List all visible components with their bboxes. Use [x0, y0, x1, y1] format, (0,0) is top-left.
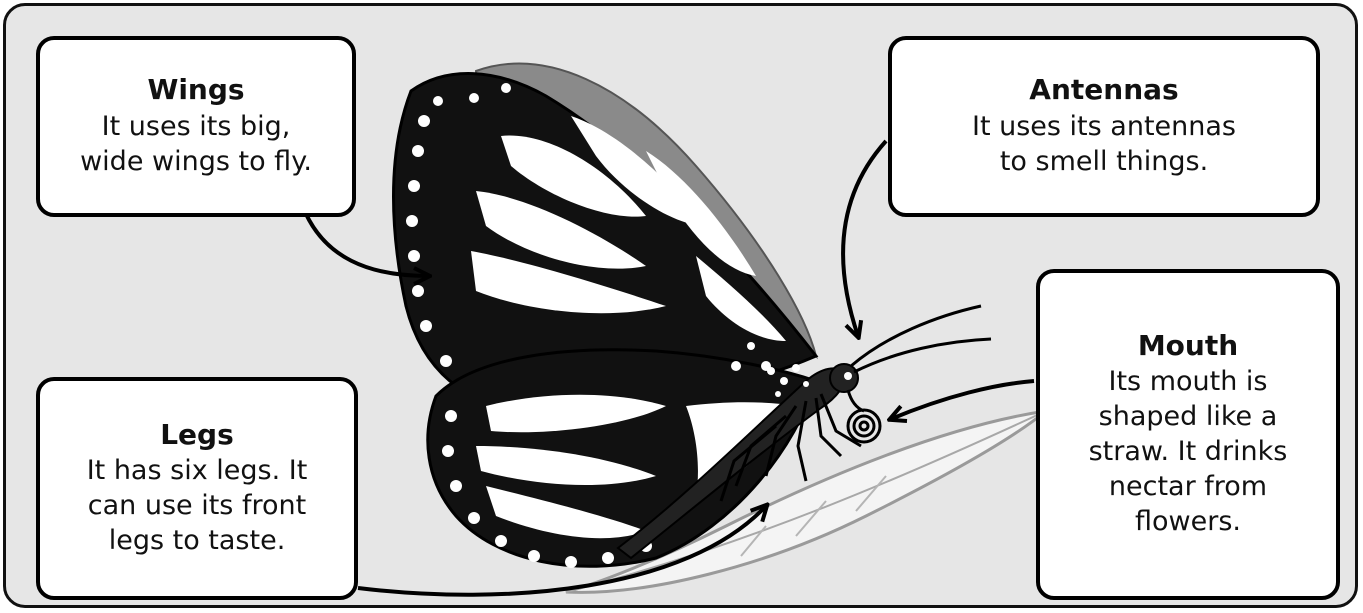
proboscis-icon: [848, 390, 880, 442]
callout-title-legs: Legs: [160, 419, 234, 451]
callout-legs: Legs It has six legs. It can use its fro…: [36, 377, 358, 600]
callout-text-antennas: It uses its antennas to smell things.: [972, 109, 1236, 179]
mouth-arrow: [891, 381, 1034, 419]
callout-wings: Wings It uses its big, wide wings to fly…: [36, 36, 356, 217]
callout-title-wings: Wings: [147, 74, 244, 106]
callout-antennas: Antennas It uses its antennas to smell t…: [888, 36, 1320, 217]
callout-title-antennas: Antennas: [1029, 74, 1178, 106]
callout-text-legs: It has six legs. It can use its front le…: [87, 453, 308, 558]
diagram-frame: Wings It uses its big, wide wings to fly…: [3, 3, 1358, 608]
callout-title-mouth: Mouth: [1138, 330, 1238, 362]
antenna-icon: [851, 306, 991, 372]
wing-icon: [394, 74, 817, 568]
callout-mouth: Mouth Its mouth is shaped like a straw. …: [1036, 269, 1340, 600]
callout-text-wings: It uses its big, wide wings to fly.: [80, 109, 312, 179]
antennas-arrow: [843, 141, 886, 336]
callout-text-mouth: Its mouth is shaped like a straw. It dri…: [1089, 364, 1288, 539]
